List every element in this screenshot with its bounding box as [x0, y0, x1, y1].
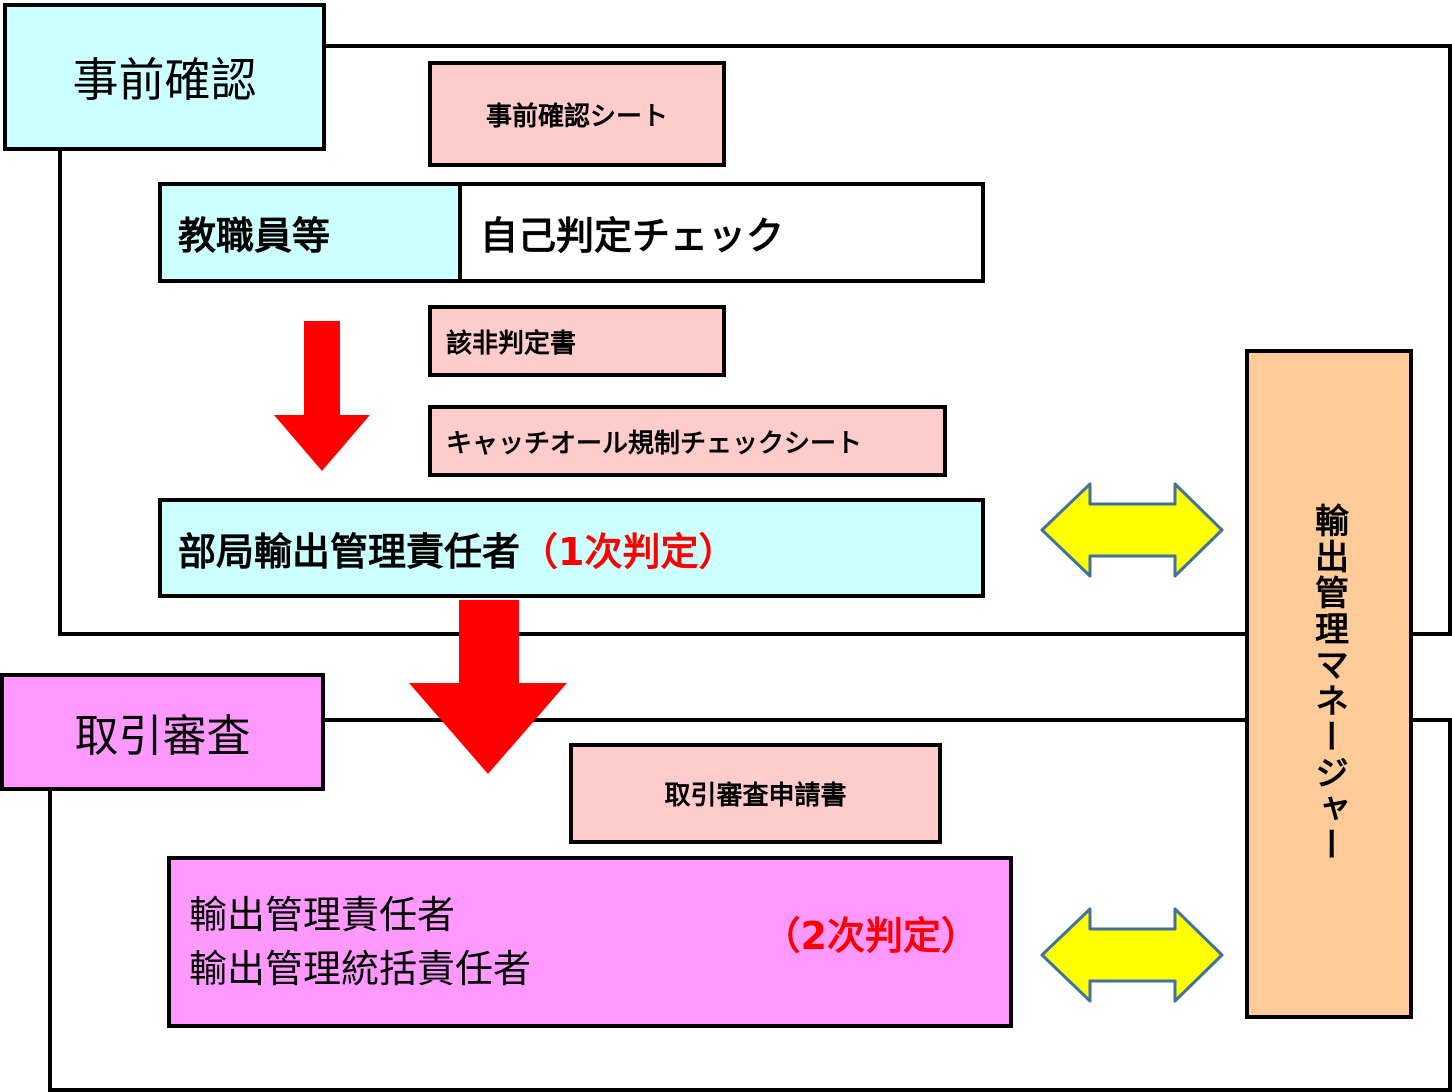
second-judge-role-1: 輸出管理責任者 [189, 893, 456, 937]
review-application-doc: 取引審査申請書 [569, 743, 942, 844]
flow-arrow-down-icon [274, 321, 370, 471]
bidirectional-arrow-2-icon [1040, 907, 1224, 1003]
first-judge-role: 部局輸出管理責任者 [178, 529, 521, 574]
phase1-label-text: 事前確認 [72, 53, 257, 107]
flow-arrow-down-large-icon [409, 600, 567, 774]
first-judge-stage: （1次判定） [520, 529, 737, 574]
second-judge-role-2: 輸出管理統括責任者 [189, 947, 532, 991]
catchall-doc: キャッチオール規制チェックシート [428, 405, 947, 477]
staff-text: 教職員等 [178, 214, 331, 258]
self-check-text: 自己判定チェック [480, 214, 785, 258]
staff-box: 教職員等 [158, 182, 462, 283]
bidirectional-arrow-2-shape [1040, 907, 1224, 1003]
first-judge-box: 部局輸出管理責任者 （1次判定） [158, 498, 985, 598]
self-check-box: 自己判定チェック [458, 182, 985, 283]
phase1-frame [58, 44, 1452, 636]
second-judge-roles: 輸出管理責任者 輸出管理統括責任者 [189, 888, 531, 996]
export-manager-box: 輸出管理マネージャー [1245, 349, 1413, 1019]
bidirectional-arrow-1-shape [1040, 482, 1224, 578]
second-judge-box: 輸出管理責任者 輸出管理統括責任者 （2次判定） [167, 856, 1013, 1028]
phase2-label-text: 取引審査 [74, 711, 251, 762]
bidirectional-arrow-1-icon [1040, 482, 1224, 578]
flow-arrow-shape [274, 321, 370, 471]
review-application-text: 取引審査申請書 [664, 781, 847, 811]
export-manager-text: 輸出管理マネージャー [1308, 503, 1349, 863]
phase2-label: 取引審査 [0, 673, 325, 791]
flow-arrow-large-shape [409, 600, 567, 774]
precheck-sheet-text: 事前確認シート [485, 101, 668, 132]
second-judge-stage: （2次判定） [762, 913, 979, 958]
precheck-sheet-doc: 事前確認シート [428, 61, 726, 167]
catchall-doc-text: キャッチオール規制チェックシート [446, 428, 863, 459]
phase1-label: 事前確認 [3, 3, 326, 151]
phase2-frame [48, 718, 1452, 1092]
classification-doc: 該非判定書 [428, 305, 726, 377]
classification-doc-text: 該非判定書 [446, 328, 577, 359]
